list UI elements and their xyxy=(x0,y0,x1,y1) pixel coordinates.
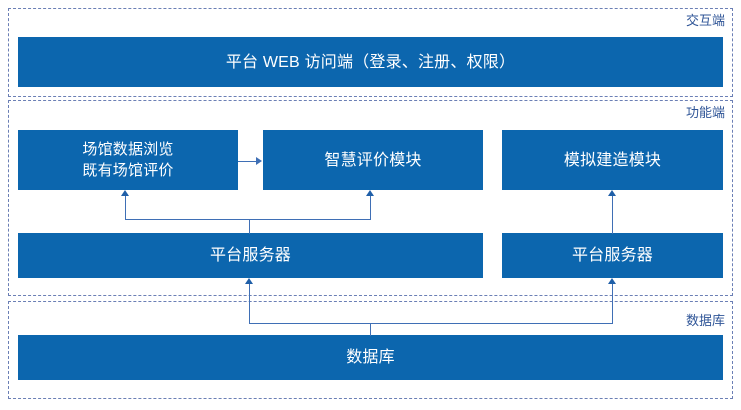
zone-database xyxy=(8,301,733,399)
edge-server-left-stem xyxy=(249,219,250,234)
node-web-client-label: 平台 WEB 访问端（登录、注册、权限） xyxy=(225,53,516,71)
edge-browse-to-evaluation-line xyxy=(238,161,257,162)
node-platform-server-right-label: 平台服务器 xyxy=(571,247,653,264)
edge-server-left-arrow-evaluation xyxy=(366,190,374,196)
node-database[interactable]: 数据库 xyxy=(18,335,723,380)
zone-function-label: 功能端 xyxy=(685,105,725,120)
node-venue-data-browse-label: 场馆数据浏览 既有场馆评价 xyxy=(82,141,174,179)
edge-browse-to-evaluation-arrow xyxy=(256,157,262,165)
edge-database-bus xyxy=(249,323,613,324)
edge-server-right-stem xyxy=(612,196,613,234)
edge-server-left-branch-browse xyxy=(125,196,126,220)
node-smart-evaluation[interactable]: 智慧评价模块 xyxy=(263,130,483,190)
zone-database-label: 数据库 xyxy=(685,313,725,328)
zone-interaction xyxy=(8,8,733,97)
node-platform-server-right[interactable]: 平台服务器 xyxy=(502,233,723,278)
edge-server-left-bus xyxy=(125,219,371,220)
node-database-label: 数据库 xyxy=(346,349,395,366)
node-platform-server-left[interactable]: 平台服务器 xyxy=(18,233,483,278)
zone-function xyxy=(8,100,733,296)
node-simulation-construction-label: 模拟建造模块 xyxy=(563,151,662,169)
edge-server-left-branch-evaluation xyxy=(370,196,371,220)
edge-server-left-arrow-browse xyxy=(121,190,129,196)
node-web-client[interactable]: 平台 WEB 访问端（登录、注册、权限） xyxy=(18,37,723,87)
edge-database-arrow-right xyxy=(608,278,616,284)
node-smart-evaluation-label: 智慧评价模块 xyxy=(324,151,422,169)
edge-database-branch-left xyxy=(249,284,250,324)
edge-server-right-arrow xyxy=(608,190,616,196)
edge-database-arrow-left xyxy=(245,278,253,284)
node-venue-data-browse[interactable]: 场馆数据浏览 既有场馆评价 xyxy=(18,130,238,190)
edge-database-stem xyxy=(370,323,371,336)
node-simulation-construction[interactable]: 模拟建造模块 xyxy=(502,130,723,190)
node-platform-server-left-label: 平台服务器 xyxy=(209,247,291,264)
edge-database-branch-right xyxy=(612,284,613,324)
zone-interaction-label: 交互端 xyxy=(685,13,725,28)
